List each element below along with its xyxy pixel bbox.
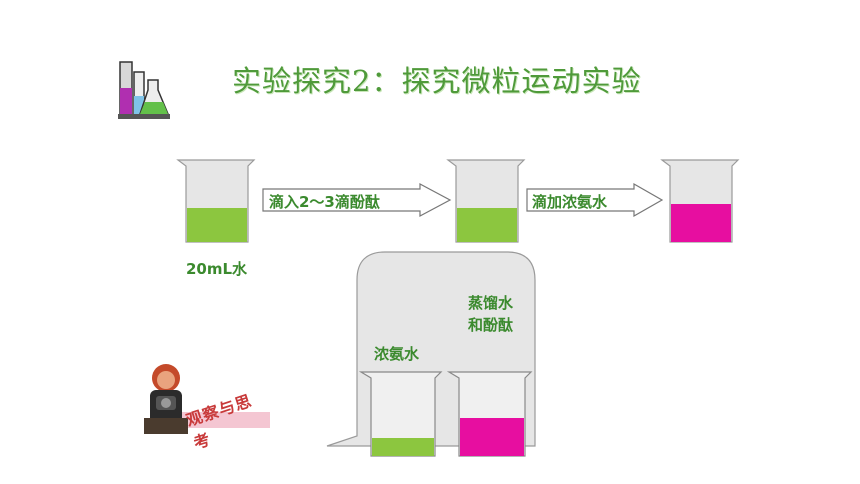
ammonia-beaker-label: 浓氨水 bbox=[374, 345, 420, 363]
arrow-add-phenolphthalein: 滴入2～3滴酚酞 bbox=[262, 183, 452, 217]
distilled-water-label-line2: 和酚酞 bbox=[468, 316, 514, 334]
beaker-water-phenolphthalein bbox=[176, 158, 256, 252]
beaker-after-phenolphthalein bbox=[446, 158, 526, 252]
distilled-water-label-line1: 蒸馏水 bbox=[468, 294, 514, 312]
arrow-add-ammonia: 滴加浓氨水 bbox=[526, 183, 664, 217]
water-volume-label: 20mL水 bbox=[186, 260, 248, 278]
arrow2-label: 滴加浓氨水 bbox=[532, 193, 608, 211]
beaker-after-ammonia bbox=[660, 158, 740, 252]
page-title: 实验探究2：探究微粒运动实验 bbox=[232, 64, 642, 98]
arrow1-label: 滴入2～3滴酚酞 bbox=[269, 193, 380, 211]
observe-think-badge: 观察与思考 bbox=[136, 360, 272, 453]
bell-jar-setup bbox=[325, 250, 540, 466]
lab-glassware-icon bbox=[118, 58, 170, 120]
